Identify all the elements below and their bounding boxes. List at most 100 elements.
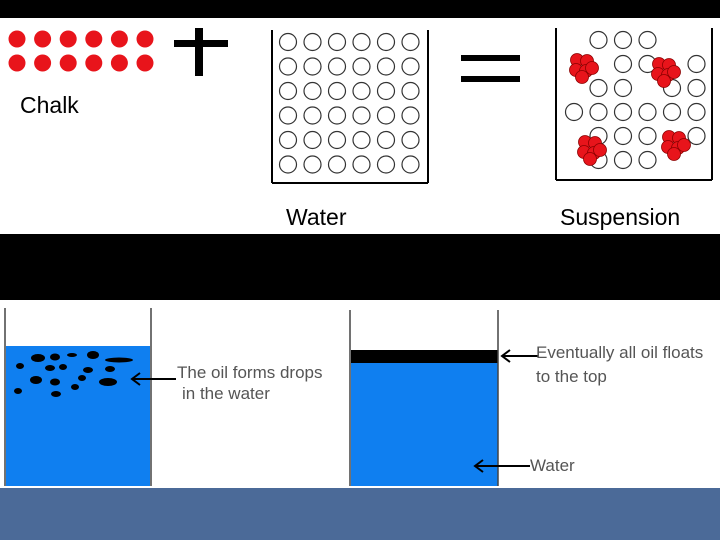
top-panel	[0, 18, 720, 234]
suspension-water-particle	[564, 102, 584, 122]
top-black-strip	[0, 0, 720, 18]
water-particle	[327, 57, 347, 76]
chalk-dot	[59, 30, 77, 48]
suspension-water-particle	[613, 30, 633, 50]
suspension-label: Suspension	[560, 204, 680, 230]
water-particle	[303, 106, 322, 125]
water-particle	[401, 57, 420, 76]
suspension-water-particle	[687, 54, 706, 74]
water-particle	[352, 57, 371, 76]
water-particle	[303, 130, 322, 150]
chalk-dot	[136, 54, 154, 72]
water-particle	[278, 32, 298, 52]
equals-sign	[461, 55, 520, 82]
chalk-dot	[110, 30, 128, 48]
chalk-cluster-dot	[657, 74, 671, 88]
suspension-container	[555, 28, 713, 181]
suspension-water-particle	[613, 126, 633, 146]
water-arrow	[473, 459, 530, 473]
suspension-water-particle	[613, 78, 633, 98]
water-particle	[401, 81, 420, 101]
chalk-dot	[34, 30, 52, 48]
beaker-water-right	[351, 363, 498, 486]
water-particle	[401, 155, 420, 174]
chalk-dot	[59, 54, 77, 72]
water-beaker-label: Water	[530, 456, 575, 475]
chalk-dot	[8, 30, 26, 48]
beaker-water-left	[6, 346, 150, 486]
water-particle	[401, 106, 420, 125]
oil-drops-beaker	[4, 308, 152, 486]
water-particle	[278, 81, 298, 101]
water-particle	[352, 81, 371, 101]
oil-drops-label-line2: in the water	[182, 384, 270, 403]
water-particle	[303, 81, 322, 101]
suspension-water-particle	[687, 102, 706, 122]
oil-floats-arrow	[500, 349, 538, 363]
oil-layer-beaker	[349, 310, 499, 486]
water-particle	[327, 32, 347, 52]
suspension-water-particle	[638, 126, 657, 146]
water-container	[271, 30, 429, 184]
water-particle	[278, 155, 298, 174]
water-particle	[376, 130, 396, 150]
water-particle	[352, 32, 371, 52]
water-particle	[303, 155, 322, 174]
suspension-chalk-clusters	[569, 53, 691, 166]
water-particle	[327, 130, 347, 150]
chalk-cluster-dot	[667, 147, 681, 161]
suspension-water-particle	[687, 126, 706, 146]
chalk-cluster-dot	[667, 65, 681, 79]
chalk-particles	[8, 30, 154, 72]
chalk-cluster-dot	[677, 138, 691, 152]
chalk-label: Chalk	[20, 92, 79, 118]
chalk-dot	[85, 30, 103, 48]
chalk-dot	[110, 54, 128, 72]
water-particle	[327, 106, 347, 125]
water-particle	[376, 106, 396, 125]
oil-drops-arrow	[130, 372, 176, 386]
suspension-water-particle	[638, 102, 657, 122]
water-particles	[278, 32, 420, 174]
water-particle	[376, 32, 396, 52]
water-particle	[376, 155, 396, 174]
oil-layer	[351, 350, 498, 363]
water-particle	[278, 57, 298, 76]
water-particle	[278, 106, 298, 125]
water-particle	[327, 155, 347, 174]
chalk-cluster-dot	[585, 61, 599, 75]
chalk-dot	[85, 54, 103, 72]
plus-sign	[174, 28, 228, 76]
water-particle	[376, 81, 396, 101]
water-particle	[401, 130, 420, 150]
water-particle	[303, 32, 322, 52]
suspension-water-particle	[613, 54, 633, 74]
water-particle	[352, 106, 371, 125]
chalk-dot	[34, 54, 52, 72]
middle-black-band	[0, 234, 720, 300]
suspension-water-particle	[589, 102, 608, 122]
oil-floats-label-line2: to the top	[536, 367, 607, 386]
oil-floats-label-line1: Eventually all oil floats	[536, 343, 703, 362]
water-particle	[352, 130, 371, 150]
water-label: Water	[286, 204, 347, 230]
chalk-cluster-dot	[583, 152, 597, 166]
suspension-water-particle	[662, 102, 682, 122]
suspension-water-particle	[589, 30, 608, 50]
chalk-cluster-dot	[575, 70, 589, 84]
water-particle	[401, 32, 420, 52]
suspension-water-particles	[564, 30, 706, 170]
oil-drops-label-line1: The oil forms drops	[177, 363, 323, 382]
suspension-water-particle	[638, 150, 657, 170]
oil-drops	[14, 351, 133, 397]
water-particle	[303, 57, 322, 76]
footer-band	[0, 488, 720, 540]
suspension-water-particle	[589, 78, 608, 98]
water-particle	[376, 57, 396, 76]
suspension-water-particle	[613, 150, 633, 170]
chalk-dot	[136, 30, 154, 48]
water-particle	[327, 81, 347, 101]
water-particle	[352, 155, 371, 174]
chalk-dot	[8, 54, 26, 72]
